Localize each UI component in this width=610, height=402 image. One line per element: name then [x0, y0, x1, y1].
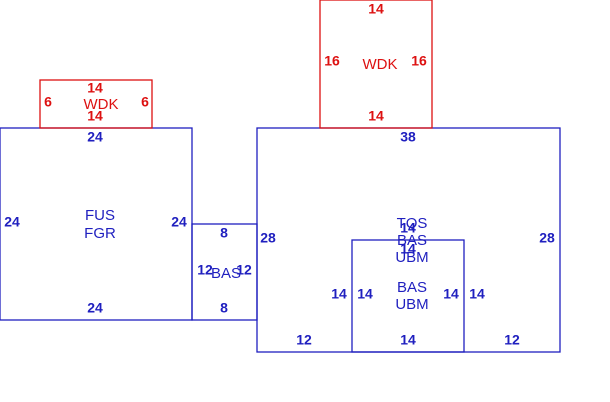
area-label-ubm-main: UBM: [395, 249, 428, 266]
dim-inner-right-inner: 14: [443, 286, 459, 302]
area-label-bas-inner: BAS: [397, 279, 427, 296]
inner-bas-ubm-section: [351, 239, 465, 353]
dim-wdk-top-left: 16: [324, 53, 340, 69]
dim-bas-right: 12: [236, 262, 252, 278]
area-label-ubm-inner: UBM: [395, 296, 428, 313]
dim-main-left: 28: [260, 230, 276, 246]
dim-fus-bottom: 24: [87, 300, 103, 316]
dim-bas-left: 12: [197, 262, 213, 278]
dim-fus-left: 24: [4, 214, 20, 230]
dim-wdk-left-right: 6: [141, 94, 149, 110]
area-label-tqs: TQS: [397, 215, 428, 232]
dim-bas-bottom: 8: [220, 300, 228, 316]
dim-main-bottom-left: 12: [296, 332, 312, 348]
wdk-top-deck: [319, 0, 433, 129]
dim-inner-top: 14: [400, 241, 416, 257]
dim-main-bottom-right: 12: [504, 332, 520, 348]
dim-bas-top: 8: [220, 225, 228, 241]
dim-main-overlap: 14: [400, 220, 416, 236]
dim-wdk-left-top: 14: [87, 80, 103, 96]
dim-main-right: 28: [539, 230, 555, 246]
dim-wdk-left-bottom: 14: [87, 108, 103, 124]
dim-wdk-top-top: 14: [368, 1, 384, 17]
dim-inner-right-outer: 14: [469, 286, 485, 302]
area-label-wdk-left: WDK: [84, 96, 119, 113]
area-label-bas-small: BAS: [211, 265, 241, 282]
dim-inner-left-inner: 14: [357, 286, 373, 302]
dim-fus-top: 24: [87, 129, 103, 145]
dim-inner-left-outer: 14: [331, 286, 347, 302]
dim-main-top: 38: [400, 129, 416, 145]
dim-wdk-left-left: 6: [44, 94, 52, 110]
dim-inner-bottom: 14: [400, 332, 416, 348]
deck-structures: [39, 0, 433, 129]
dim-wdk-top-bottom: 14: [368, 108, 384, 124]
area-label-bas-main: BAS: [397, 232, 427, 249]
dim-fus-right: 24: [171, 214, 187, 230]
dim-wdk-top-right: 16: [411, 53, 427, 69]
area-label-fus: FUS: [85, 207, 115, 224]
area-label-wdk-top: WDK: [363, 56, 398, 73]
area-label-fgr: FGR: [84, 225, 116, 242]
wdk-left-deck: [39, 79, 153, 129]
